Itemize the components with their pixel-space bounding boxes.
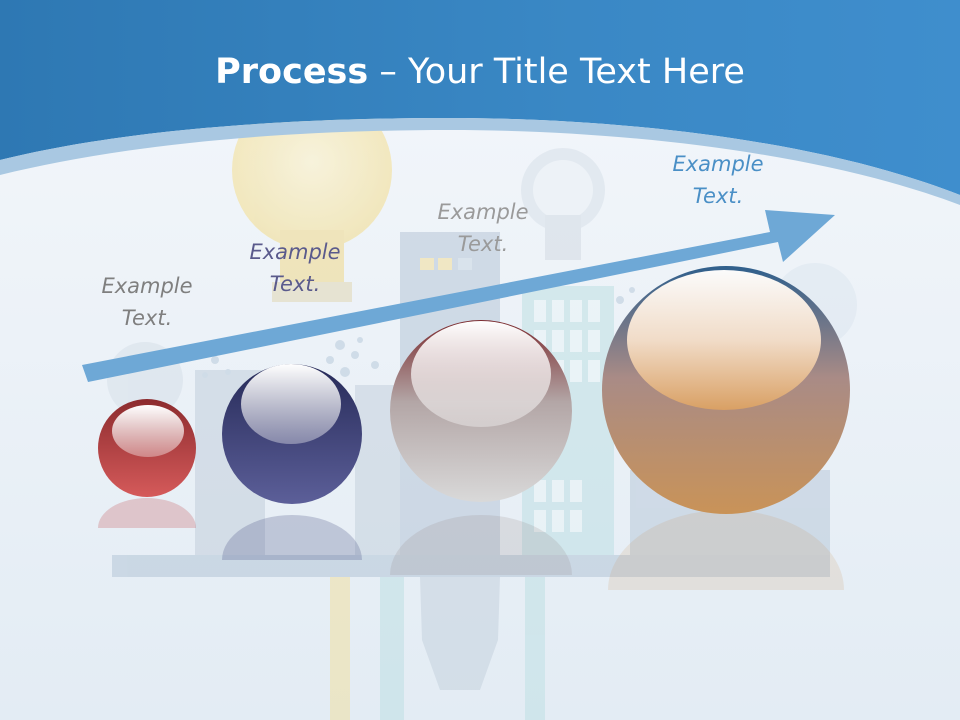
step-label-2: Example Text.: [225, 236, 365, 300]
step-label-1: Example Text.: [77, 270, 217, 334]
header-band: [0, 0, 960, 195]
step-label-4-line2: Text.: [692, 184, 744, 208]
sphere-step-3: [390, 320, 572, 575]
step-label-2-line2: Text.: [269, 272, 321, 296]
step-label-3: Example Text.: [413, 196, 553, 260]
title-rest: Your Title Text Here: [407, 52, 745, 92]
growth-arrow: [82, 210, 835, 382]
step-label-3-line2: Text.: [457, 232, 509, 256]
title-bold: Process: [215, 52, 369, 92]
sphere-step-4: [602, 266, 850, 590]
step-label-1-line2: Text.: [121, 306, 173, 330]
header-swoosh: [0, 118, 960, 205]
step-label-4: Example Text.: [648, 148, 788, 212]
step-label-3-line1: Example: [437, 200, 529, 224]
sphere-step-1: [98, 399, 196, 528]
city-illustration: [107, 90, 857, 720]
step-label-2-line1: Example: [249, 240, 341, 264]
slide-title: Process – Your Title Text Here: [0, 52, 960, 92]
step-label-1-line1: Example: [101, 274, 193, 298]
sphere-step-2: [222, 364, 362, 560]
city-ground: [112, 555, 830, 577]
step-label-4-line1: Example: [672, 152, 764, 176]
title-dash: –: [368, 52, 408, 92]
